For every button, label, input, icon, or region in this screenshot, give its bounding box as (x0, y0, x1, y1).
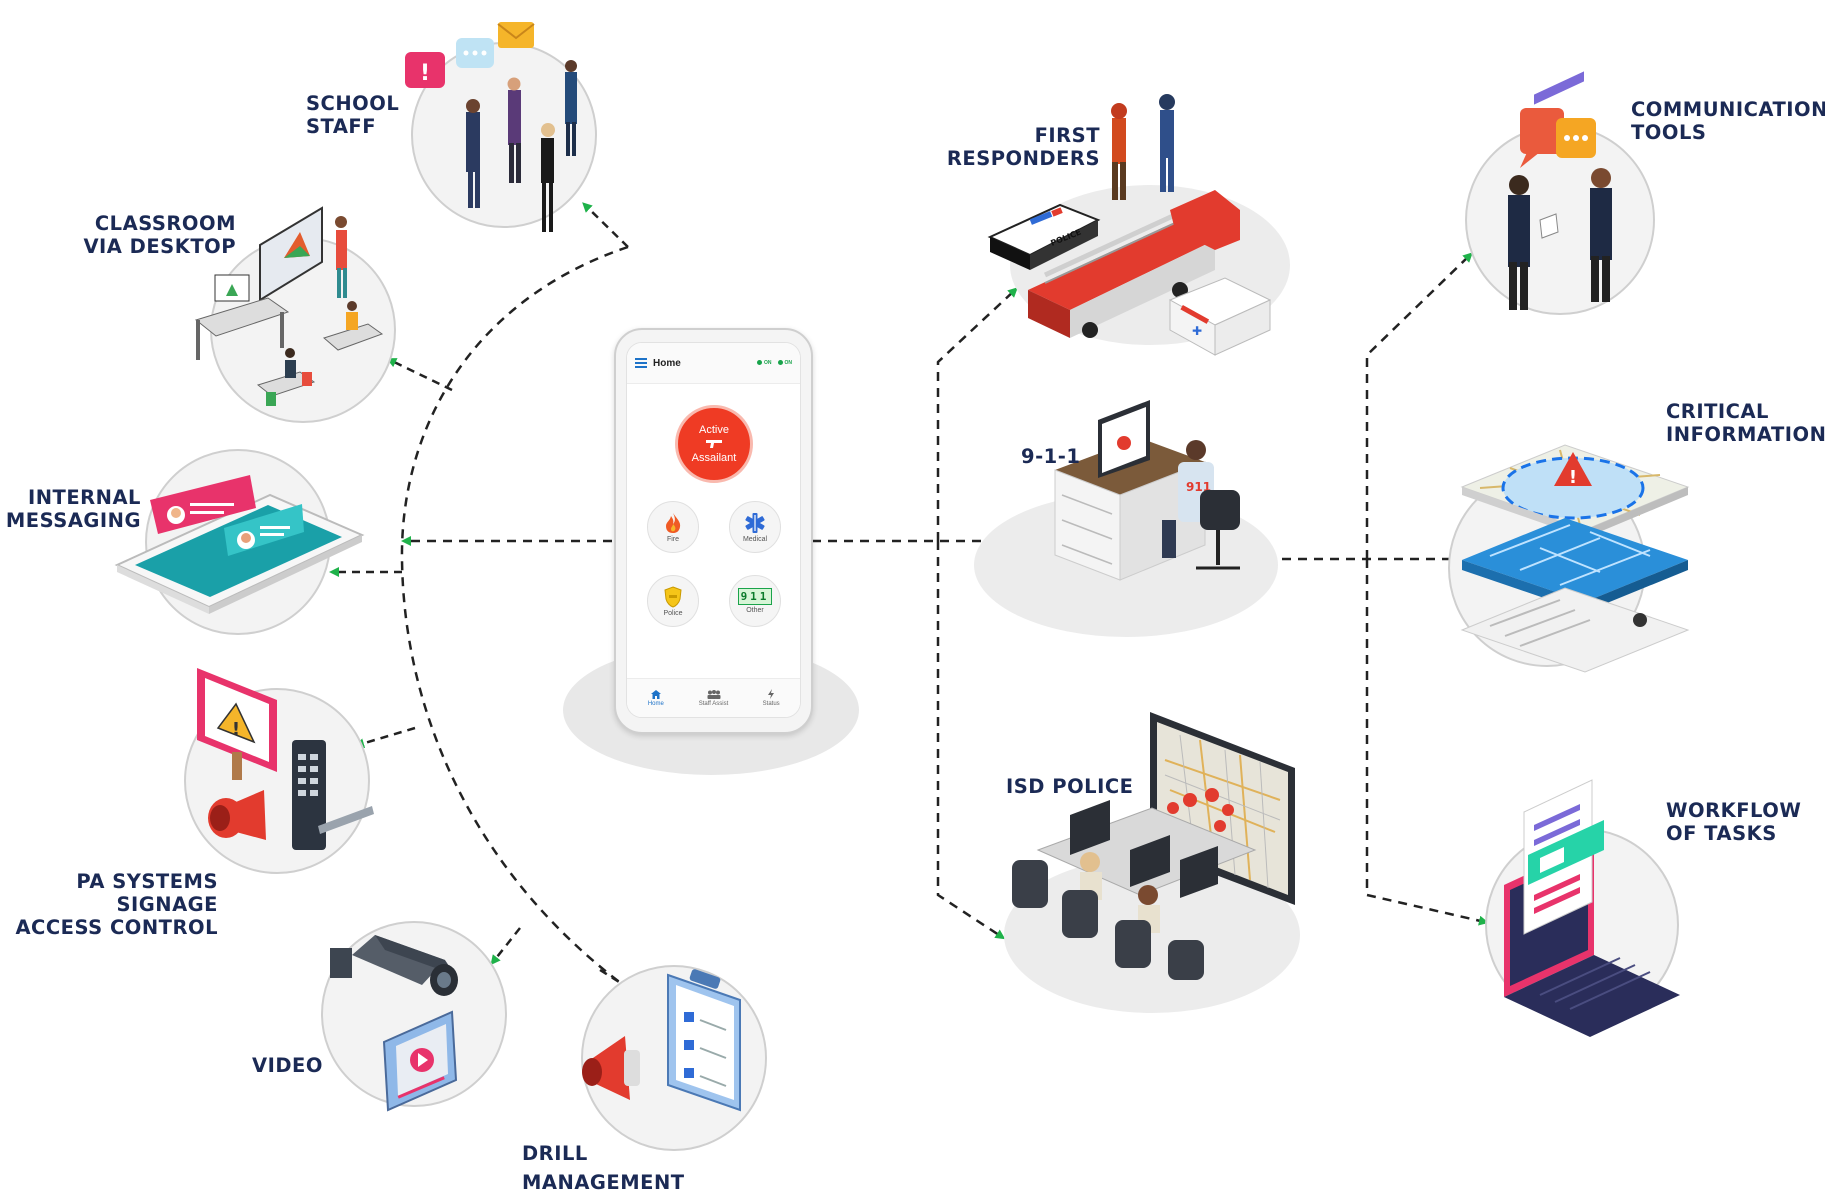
tab-status-label: Status (762, 701, 780, 707)
wifi-status-text: ON (764, 360, 772, 366)
svg-text:!: ! (232, 719, 240, 740)
phone-mockup: Home ON ON Active Assailant Fire Medical… (614, 328, 813, 734)
svg-text:✚: ✚ (1192, 324, 1202, 338)
tab-home[interactable]: Home (627, 679, 685, 717)
internal-messaging-illustration (114, 449, 365, 635)
tab-staff-assist[interactable]: Staff Assist (685, 679, 743, 717)
label-isd-police: ISD POLICE (1006, 775, 1134, 798)
police-label: Police (663, 609, 683, 617)
arrow-to-classroom (386, 358, 453, 392)
active-assailant-button[interactable]: Active Assailant (675, 405, 753, 483)
nine-one-one-digits: 911 (737, 588, 773, 605)
pa-signage-access-illustration: ! (184, 668, 374, 874)
label-classroom: CLASSROOM VIA DESKTOP (83, 212, 236, 258)
fire-label: Fire (666, 535, 680, 543)
police-button[interactable]: Police (647, 575, 699, 627)
school-staff-illustration: ! (405, 22, 597, 232)
nine-one-one-illustration: 911 (974, 400, 1278, 637)
fire-button[interactable]: Fire (647, 501, 699, 553)
tab-staff-assist-label: Staff Assist (698, 700, 729, 707)
wifi-status-indicator: ON (757, 360, 772, 366)
group-icon (707, 689, 720, 699)
active-assailant-line2: Assailant (691, 452, 737, 464)
label-pa-systems: PA SYSTEMS SIGNAGE ACCESS CONTROL (15, 870, 218, 939)
drill-management-illustration (581, 965, 767, 1151)
label-video: VIDEO (252, 1054, 323, 1077)
arrow-to-school-staff (582, 202, 629, 248)
label-first-responders: FIRST RESPONDERS (946, 124, 1100, 170)
home-icon (650, 689, 661, 699)
app-title: Home (653, 357, 681, 369)
label-school-staff: SCHOOL STAFF (306, 92, 400, 138)
label-nine-one-one: 9-1-1 (1021, 445, 1081, 468)
left-arc-connector (400, 245, 631, 992)
arrow-to-isd-police (936, 541, 1006, 940)
label-communication-tools: COMMUNICATION TOOLS (1631, 98, 1825, 144)
location-pin-icon (777, 360, 783, 366)
app-header: Home ON ON (627, 343, 800, 384)
gps-status-indicator: ON (777, 360, 793, 366)
video-illustration (321, 921, 507, 1112)
star-of-life-icon (745, 512, 765, 533)
svg-text:!: ! (420, 61, 430, 86)
fire-icon (666, 512, 681, 533)
label-drill-management: DRILL MANAGEMENT (522, 1142, 685, 1194)
gun-icon (706, 440, 722, 448)
wifi-icon (757, 360, 762, 366)
menu-icon[interactable] (635, 358, 647, 368)
svg-text:!: ! (1569, 467, 1577, 488)
tab-home-label: Home (647, 700, 664, 707)
gps-status-text: ON (784, 360, 793, 366)
phone-screen: Home ON ON Active Assailant Fire Medical… (626, 342, 801, 718)
arrow-to-workflow (1365, 559, 1489, 926)
communication-tools-illustration (1465, 108, 1655, 315)
other-911-button[interactable]: 911 Other (729, 575, 781, 627)
first-responders-illustration: POLICE ✚ (987, 94, 1290, 356)
arrow-to-video (490, 927, 521, 966)
label-workflow-of-tasks: WORKFLOW OF TASKS (1666, 799, 1802, 845)
police-badge-icon (664, 585, 682, 608)
tab-status[interactable]: Status (742, 679, 800, 717)
medical-label: Medical (742, 535, 768, 543)
medical-button[interactable]: Medical (729, 501, 781, 553)
other-label: Other (746, 607, 764, 614)
label-internal-messaging: INTERNAL MESSAGING (5, 486, 141, 532)
classroom-illustration (194, 206, 396, 423)
status-icon (768, 689, 775, 699)
label-critical-information: CRITICAL INFORMATION (1666, 400, 1825, 446)
arrow-to-pa-systems (354, 726, 416, 749)
bottom-tab-bar: Home Staff Assist Status (627, 678, 800, 717)
workflow-of-tasks-illustration (1485, 71, 1680, 1037)
arrow-to-communication (1365, 252, 1473, 559)
isd-police-illustration (1004, 712, 1300, 1013)
critical-information-illustration: ! (1448, 444, 1690, 673)
svg-text:911: 911 (1186, 480, 1211, 494)
arrow-to-first-responders (936, 287, 1018, 541)
active-assailant-line1: Active (699, 424, 729, 436)
